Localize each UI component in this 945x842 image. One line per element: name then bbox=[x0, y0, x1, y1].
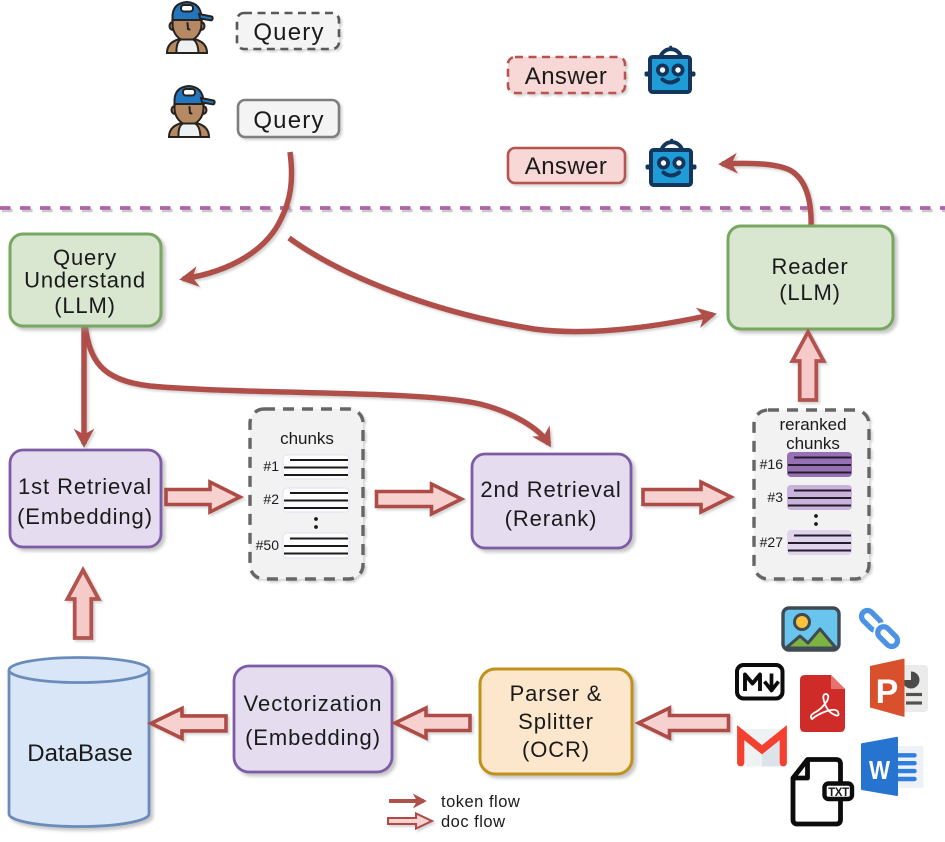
svg-text:Understand: Understand bbox=[24, 268, 146, 293]
svg-text:Splitter: Splitter bbox=[518, 709, 594, 734]
svg-text:Query: Query bbox=[253, 19, 324, 46]
svg-text:Query: Query bbox=[253, 107, 324, 134]
svg-text:Query: Query bbox=[53, 245, 117, 270]
svg-text:2nd Retrieval: 2nd Retrieval bbox=[480, 477, 621, 502]
svg-text:#2: #2 bbox=[263, 491, 279, 507]
svg-text:TXT: TXT bbox=[828, 787, 849, 799]
svg-text:P: P bbox=[876, 673, 899, 711]
svg-text:W: W bbox=[869, 755, 890, 785]
svg-text:(OCR): (OCR) bbox=[522, 737, 590, 762]
svg-text:(Embedding): (Embedding) bbox=[245, 725, 381, 750]
svg-text:Reader: Reader bbox=[772, 254, 849, 279]
svg-text:(Embedding): (Embedding) bbox=[17, 504, 153, 529]
svg-text:DataBase: DataBase bbox=[27, 740, 132, 767]
svg-text:Vectorization: Vectorization bbox=[244, 691, 383, 716]
svg-text:#1: #1 bbox=[263, 458, 279, 474]
svg-text:(LLM): (LLM) bbox=[54, 293, 115, 318]
svg-text:chunks: chunks bbox=[786, 434, 840, 453]
svg-text:Parser &: Parser & bbox=[510, 681, 603, 706]
svg-text:Answer: Answer bbox=[525, 153, 607, 180]
svg-text:1st Retrieval: 1st Retrieval bbox=[18, 474, 152, 499]
svg-text:#27: #27 bbox=[760, 534, 784, 550]
svg-text:(Rerank): (Rerank) bbox=[505, 506, 598, 531]
svg-text:Answer: Answer bbox=[525, 63, 607, 90]
svg-text:doc flow: doc flow bbox=[441, 813, 506, 831]
svg-text:token flow: token flow bbox=[441, 793, 520, 811]
svg-text:#3: #3 bbox=[767, 489, 783, 505]
svg-text:chunks: chunks bbox=[280, 429, 334, 448]
svg-text:(LLM): (LLM) bbox=[779, 280, 840, 305]
svg-text:#16: #16 bbox=[760, 456, 784, 472]
svg-text:#50: #50 bbox=[256, 537, 280, 553]
svg-text:reranked: reranked bbox=[779, 415, 846, 434]
